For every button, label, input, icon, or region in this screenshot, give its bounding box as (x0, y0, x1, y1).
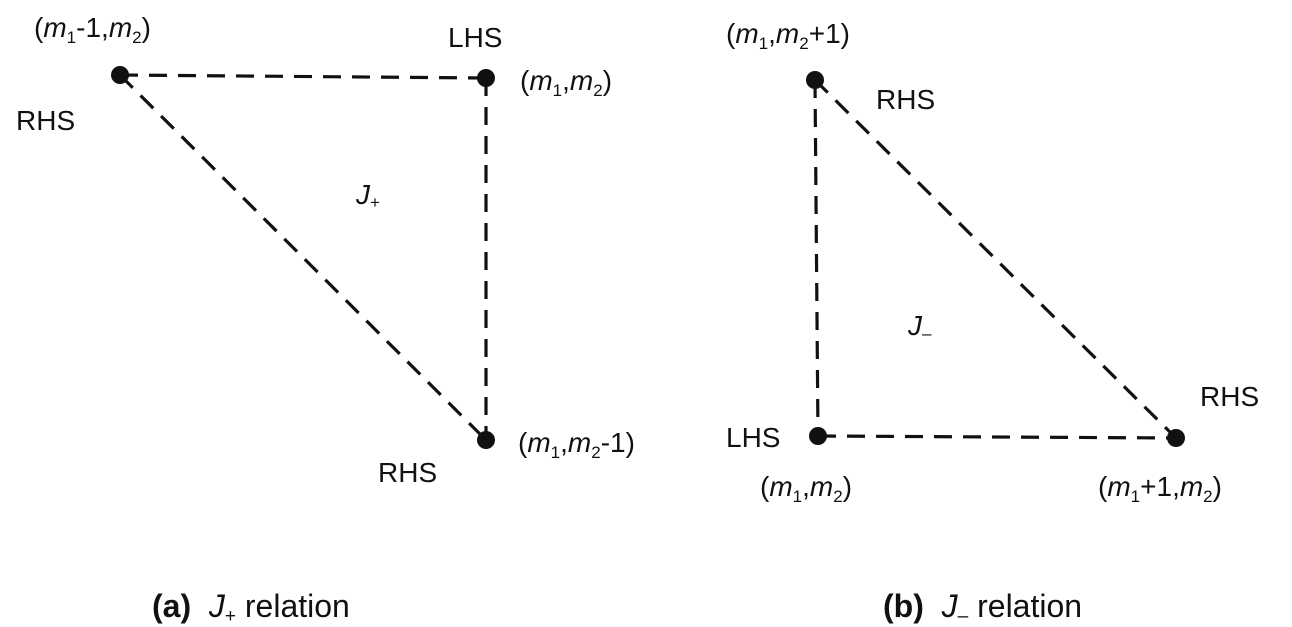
a-node-top-left (111, 66, 129, 84)
caption-a: (a) J+ relation (152, 588, 350, 627)
a-coord-top-right: (m1,m2) (520, 65, 613, 100)
b-edge-left (813, 79, 820, 437)
b-coord-bottom-left: (m1,m2) (760, 471, 853, 506)
b-node-top (806, 71, 824, 89)
b-edge-diagonal (813, 78, 1178, 440)
a-coord-top-left: (m1-1,m2) (34, 12, 151, 47)
a-edge-top (119, 73, 487, 80)
b-node-bottom-right (1167, 429, 1185, 447)
a-node-top-right (477, 69, 495, 87)
b-coord-bottom-right: (m1+1,m2) (1098, 471, 1222, 506)
a-node-bottom-right (477, 431, 495, 449)
b-edge-bottom (817, 434, 1177, 440)
b-operator-label: J– (908, 310, 932, 343)
a-role-bottom-right: RHS (378, 457, 438, 488)
a-coord-bottom-right: (m1,m2-1) (518, 427, 635, 462)
caption-b: (b) J– relation (883, 588, 1083, 627)
b-coord-top: (m1,m2+1) (726, 18, 850, 53)
a-role-top-right: LHS (448, 22, 503, 53)
b-role-bottom-right: RHS (1200, 381, 1260, 412)
b-role-top: RHS (876, 84, 936, 115)
a-operator-label: J+ (356, 179, 380, 212)
a-role-top-left: RHS (16, 105, 76, 136)
a-edge-diagonal (118, 73, 488, 442)
b-node-bottom-left (809, 427, 827, 445)
b-role-bottom-left: LHS (726, 422, 781, 453)
